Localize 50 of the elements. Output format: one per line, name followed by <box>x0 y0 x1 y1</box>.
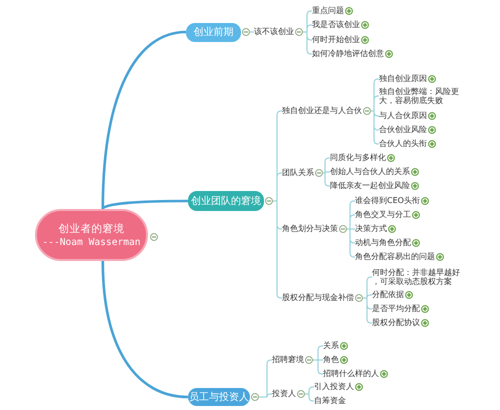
connector-line <box>304 394 314 402</box>
topic-label: 与人合伙原因 <box>379 111 427 120</box>
topic-label: 重点问题 <box>312 6 344 16</box>
topic-label: 引入投资人 <box>314 382 354 392</box>
topic-label: 合伙创业风险 <box>379 125 427 134</box>
connector-line <box>102 30 186 210</box>
topic-label: 独自创业还是与人合伙 <box>282 106 362 116</box>
topic-label: 关系 <box>323 341 339 350</box>
topic-label: 是否平均分配 <box>372 304 420 314</box>
connector-line <box>102 260 188 398</box>
connector-line <box>322 158 330 174</box>
branch-topic: 创业团队的窘境 <box>188 191 264 211</box>
topic-label: 分配依据 <box>372 290 404 300</box>
topic-label: 股权分配协议 <box>372 318 420 328</box>
topic-subtitle: ---Noam Wasserman <box>42 236 141 248</box>
connector-line <box>346 214 356 230</box>
topic-label: 决策方式 <box>355 224 387 234</box>
topic-label: 创始人与合伙人的关系 <box>330 167 410 176</box>
topic-label: 动机与角色分配 <box>355 238 411 248</box>
topic-label: 角色分配容易出的问题 <box>355 252 435 262</box>
connector-line <box>312 360 324 374</box>
connector-line <box>370 110 380 144</box>
topic-label: 如何冷静地评估创意 <box>312 49 384 58</box>
topic-label: 投资人 <box>272 389 296 398</box>
topic-label: 团队关系 <box>282 168 314 178</box>
topic-label: 该不该创业 <box>254 27 294 36</box>
topic-label: 自筹资金 <box>314 396 346 406</box>
branch-topic: 创业前期 <box>186 22 241 42</box>
connector-line <box>346 228 356 258</box>
topic-label: 招聘窘境 <box>272 355 304 364</box>
topic-label: 独自创业弊端：风险更大，容易彻底失败 <box>379 86 460 106</box>
topic-label: 降低亲友一起创业风险 <box>330 181 410 190</box>
connector-line <box>370 96 380 112</box>
connector-line <box>102 200 188 210</box>
topic-label: 何时开始创业 <box>312 35 360 44</box>
topic-label: 我是否该创业 <box>312 20 360 30</box>
topic-label: 独自创业原因 <box>379 74 427 84</box>
topic-label: 谁会得到CEO头衔 <box>355 196 420 206</box>
topic-label: 角色交叉与分工 <box>355 210 411 220</box>
branch-topic: 员工与投资人 <box>188 388 250 406</box>
topic-label: 同质化与多样化 <box>330 153 386 162</box>
connector-line <box>258 394 272 398</box>
topic-label: 股权分配与现金补偿 <box>282 293 354 302</box>
topic-title: 创业者的窘境 <box>58 222 124 236</box>
connector-line <box>322 172 330 186</box>
topic-label: 招聘什么样的人 <box>323 369 379 378</box>
topic-label: 角色 <box>323 355 339 364</box>
topic-label: 合伙人的头衔 <box>379 139 427 148</box>
topic-label: 角色划分与决策 <box>282 224 338 234</box>
topic-label: 何时分配：并非越早越好，可采取动态股权方案 <box>372 268 461 286</box>
